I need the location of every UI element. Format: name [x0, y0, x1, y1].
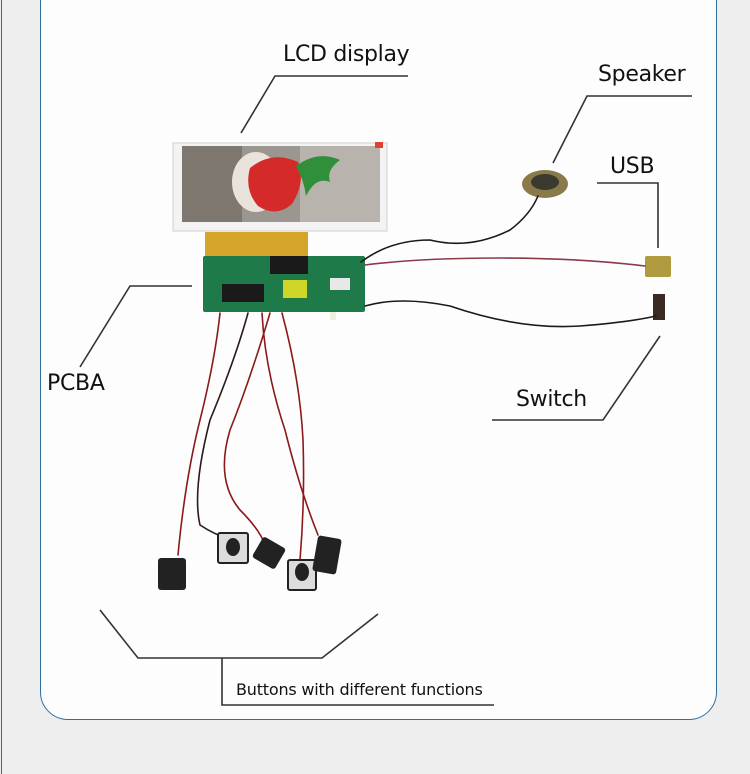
lcd-screen-wood — [182, 146, 242, 222]
usb-module — [645, 256, 671, 277]
switch-label: Switch — [516, 387, 587, 412]
speaker-component — [522, 170, 568, 198]
speaker-leader-line — [552, 95, 692, 164]
page-edge-line — [1, 0, 2, 774]
buttons-bracket-line — [99, 609, 379, 659]
lcd-display-module — [172, 142, 388, 260]
usb-leader-line — [597, 182, 659, 248]
button-cap — [295, 563, 309, 581]
button-wire-4 — [223, 312, 271, 546]
button-cap — [226, 538, 240, 556]
pcb-chip-2 — [270, 256, 308, 274]
buttons-group — [158, 532, 342, 591]
buttons-label: Buttons with different functions — [236, 680, 483, 699]
lcd-corner-tab — [375, 142, 383, 148]
wires — [177, 195, 657, 561]
lcd-display-label: LCD display — [283, 42, 410, 67]
speaker-wire — [360, 195, 539, 263]
button-wire-1 — [177, 312, 221, 556]
buttons-leader-line — [221, 658, 494, 706]
leader-lines — [79, 75, 692, 706]
speaker-cone — [531, 174, 559, 190]
pcba-board — [203, 256, 365, 320]
usb-wire — [364, 257, 646, 267]
button-icon — [158, 558, 186, 590]
lcd-leader-line — [240, 75, 408, 134]
pcba-leader-line — [79, 285, 192, 368]
switch-leader-line — [492, 335, 661, 421]
pcb-sd-slot — [330, 278, 350, 290]
speaker-label: Speaker — [598, 62, 686, 87]
button-wire-3 — [261, 312, 319, 536]
button-wire-5 — [281, 312, 305, 561]
pcba-label: PCBA — [47, 371, 105, 396]
diagram-card — [40, 0, 717, 720]
pcb-chip-1 — [222, 284, 264, 302]
switch-wire — [364, 300, 657, 328]
button-icon — [252, 537, 286, 569]
strawberry-icon — [248, 157, 301, 212]
pcb-connector — [330, 312, 336, 320]
pcb-chip-3 — [283, 280, 307, 298]
strawberry-leaves — [296, 156, 340, 196]
button-icon — [312, 535, 342, 575]
button-wire-2 — [196, 312, 249, 541]
usb-label: USB — [610, 154, 655, 179]
switch-component — [653, 294, 665, 320]
lcd-flex-cable — [205, 232, 308, 260]
